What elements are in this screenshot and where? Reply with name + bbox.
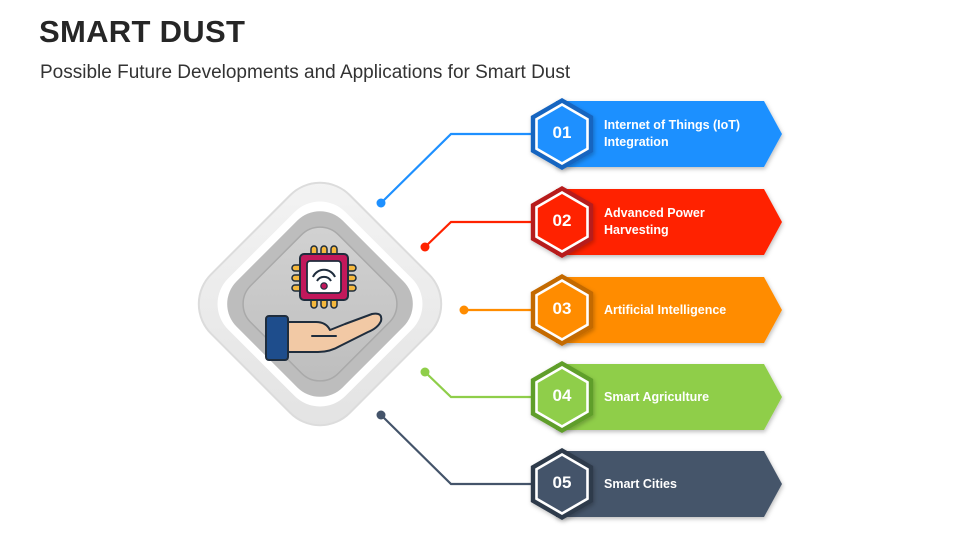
item-label: Advanced Power Harvesting	[604, 206, 705, 237]
item-banner	[556, 364, 782, 430]
hex-badge-inner	[537, 106, 587, 162]
connector-line	[380, 414, 532, 486]
item-banner	[556, 277, 782, 343]
item-number: 03	[552, 299, 572, 318]
page-title: SMART DUST	[39, 14, 246, 49]
item-banner	[556, 101, 782, 167]
item-banner	[556, 189, 782, 255]
connector-dot	[459, 305, 469, 315]
hex-badge-inner	[537, 369, 587, 425]
hex-badge-inner	[537, 194, 587, 250]
connector-dot	[376, 198, 386, 208]
item-label: Internet of Things (IoT) Integration	[604, 118, 741, 149]
item-banners	[530, 98, 782, 520]
hand-holding-wifi-chip-icon	[265, 245, 383, 361]
connector-line	[424, 220, 532, 248]
connector-line	[380, 132, 532, 204]
item-number: 04	[552, 386, 572, 405]
item-label: Artificial Intelligence	[604, 302, 727, 317]
item-banner	[556, 451, 782, 517]
item-number: 02	[552, 211, 572, 230]
hex-badge-inner	[537, 282, 587, 338]
item-number: 01	[552, 123, 572, 142]
page-subtitle: Possible Future Developments and Applica…	[40, 62, 571, 83]
connector-dot	[376, 410, 386, 420]
hex-badge-inner	[537, 456, 587, 512]
connector-line	[424, 371, 532, 399]
item-number: 05	[552, 473, 572, 492]
connector-lines	[376, 132, 532, 486]
center-diamond	[197, 181, 443, 427]
item-label: Smart Cities	[604, 476, 677, 491]
item-label: Smart Agriculture	[604, 389, 710, 404]
connector-dot	[420, 367, 430, 377]
connector-dot	[420, 242, 430, 252]
